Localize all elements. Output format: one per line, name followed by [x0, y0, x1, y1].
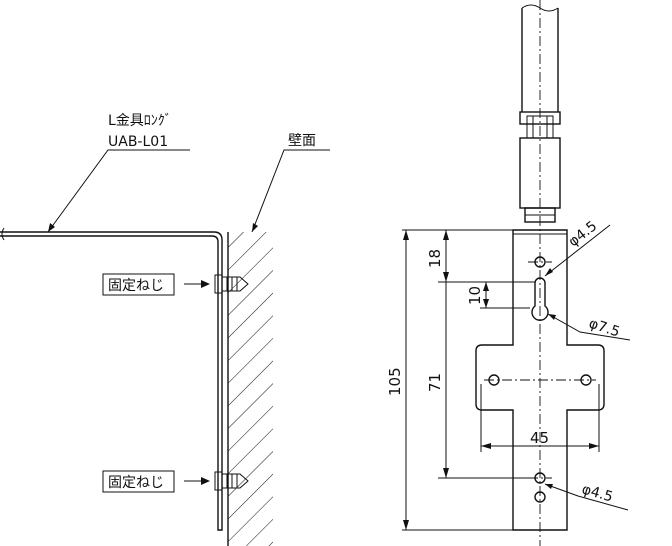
dim-18-arrow-top [443, 230, 449, 240]
leader-hole-top [544, 224, 611, 277]
mounting-plate [475, 229, 605, 531]
screw-top [214, 274, 249, 294]
screw-arrow-top-head [201, 280, 210, 288]
keyhole-slot [531, 277, 549, 321]
bracket-label-model: UAB-L01 [108, 134, 168, 150]
dim-18-arrow-bottom [443, 272, 449, 282]
pipe-break-mark [521, 4, 559, 12]
dim-45-arrow-right [589, 443, 599, 449]
dim-105-label: 105 [386, 367, 404, 396]
wall-label: 壁面 [288, 133, 316, 149]
label-hole-bottom: φ4.5 [580, 481, 615, 505]
fitting-collar [519, 111, 561, 125]
dim-71-arrow-bottom [443, 468, 449, 478]
wall-leader-arrow [252, 223, 258, 232]
screw-label-top-box [102, 273, 175, 296]
screw-label-top: 固定ねじ [108, 278, 164, 294]
dim-45-label: 45 [530, 429, 549, 447]
dim-105-arrow-top [403, 230, 409, 240]
front-view: 105 18 10 71 45 φ4.5 φ7.5 [386, 0, 631, 546]
leader-hole-top-arrow [545, 268, 553, 276]
screw-label-bottom: 固定ねじ [108, 475, 164, 491]
dim-45-arrow-left [481, 443, 491, 449]
dim-18-label: 18 [426, 249, 444, 268]
dim-105-arrow-bottom [403, 520, 409, 530]
bracket-leader [47, 149, 190, 233]
label-hole-top: φ4.5 [566, 218, 601, 250]
bracket-leader-arrow [48, 223, 55, 232]
side-view: L金具ﾛﾝｸﾞ UAB-L01 壁面 固定ねじ 固定ねじ [0, 113, 330, 546]
screw-label-bottom-box [102, 470, 175, 493]
leader-slot-arrow [548, 314, 556, 320]
dim-10-label: 10 [466, 286, 484, 305]
label-slot: φ7.5 [587, 316, 622, 341]
bottom-hole-small [534, 491, 546, 503]
wall-hatch [228, 232, 273, 546]
dim-10-arrow-top [483, 282, 489, 291]
leader-slot [547, 313, 631, 341]
screw-bottom [214, 471, 249, 491]
leader-hole-bottom [544, 483, 629, 511]
dim-71-label: 71 [426, 373, 444, 392]
bracket-label-name: L金具ﾛﾝｸﾞ [108, 113, 172, 129]
dim-10-arrow-bottom [483, 299, 489, 308]
leader-hole-bottom-arrow [545, 484, 553, 489]
screw-arrow-bottom-head [201, 477, 210, 485]
wall-leader [251, 149, 330, 233]
bracket-break-mark [1, 227, 5, 241]
l-bracket [0, 231, 223, 531]
